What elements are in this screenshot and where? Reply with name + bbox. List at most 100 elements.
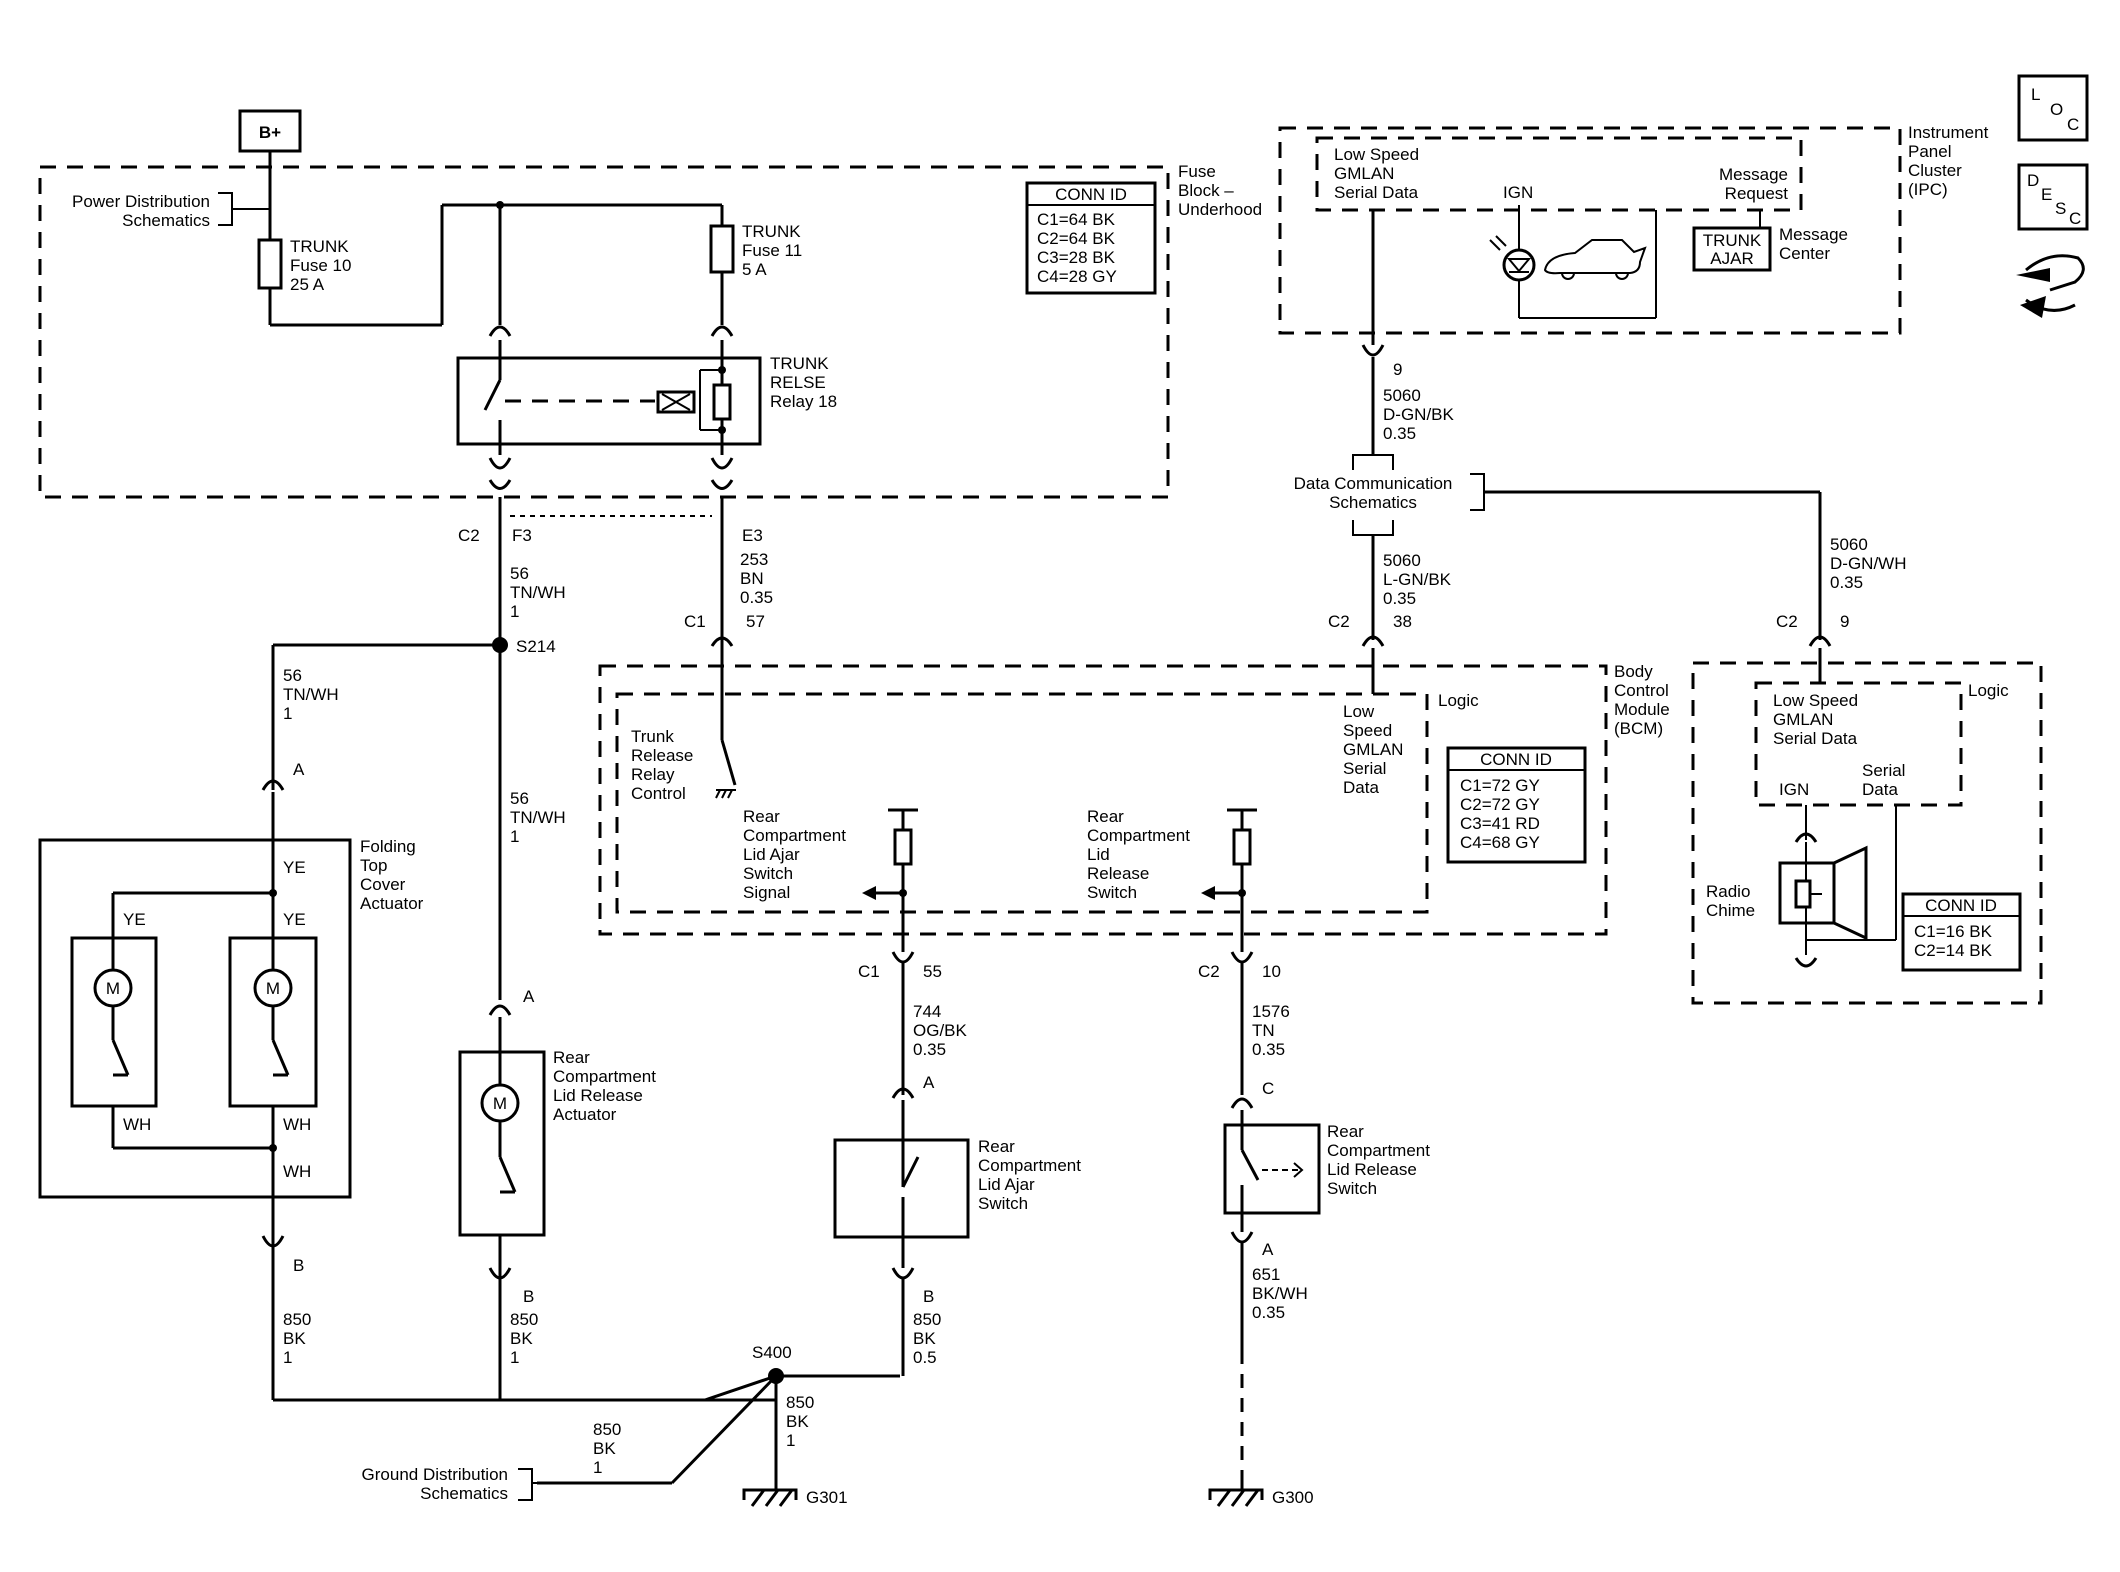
svg-text:C1: C1 [858, 962, 880, 981]
trunk-ajar-message [1692, 226, 1772, 272]
wire-850-actuator-label: 850 BK 1 [510, 1310, 538, 1367]
svg-text:TRUNK: TRUNK [1703, 231, 1762, 250]
svg-text:1: 1 [283, 704, 292, 723]
bcm-c2-10-cup [1230, 951, 1254, 964]
ground-distribution-reference[interactable]: Ground Distribution Schematics [362, 1465, 537, 1503]
svg-text:L: L [2031, 85, 2040, 104]
svg-text:Request: Request [1725, 184, 1789, 203]
svg-text:M: M [106, 979, 120, 998]
relay-control-switch [720, 739, 737, 786]
power-distribution-reference[interactable]: Power Distribution Schematics [72, 192, 270, 230]
svg-text:Rear: Rear [553, 1048, 590, 1067]
svg-text:Signal: Signal [743, 883, 790, 902]
loc-icon[interactable]: L O C [2017, 74, 2089, 142]
rear-compartment-lid-release-actuator [458, 1050, 546, 1237]
message-request-label: Message Request [1719, 165, 1788, 203]
svg-text:BK: BK [593, 1439, 616, 1458]
relay-terminal-cup [488, 325, 512, 337]
ground-g301-icon [742, 1480, 798, 1507]
bcm-boundary [598, 664, 1608, 936]
fuse-block-conn-id: CONN ID C1=64 BK C2=64 BK C3=28 BK C4=28… [1025, 181, 1157, 295]
svg-text:Underhood: Underhood [1178, 200, 1262, 219]
svg-text:Compartment: Compartment [1327, 1141, 1430, 1160]
svg-text:Chime: Chime [1706, 901, 1755, 920]
wire-850-ground-dist-label: 850 BK 1 [593, 1420, 621, 1477]
radio-conn-id: CONN ID C1=16 BK C2=14 BK [1901, 892, 2022, 972]
svg-text:1: 1 [510, 1348, 519, 1367]
folding-actuator-label: Folding Top Cover Actuator [360, 837, 424, 913]
svg-text:WH: WH [283, 1162, 311, 1181]
ground-icon [715, 789, 736, 799]
svg-text:Rear: Rear [1087, 807, 1124, 826]
svg-text:38: 38 [1393, 612, 1412, 631]
svg-text:YE: YE [283, 910, 306, 929]
svg-text:253: 253 [740, 550, 768, 569]
svg-text:56: 56 [283, 666, 302, 685]
car-icon [1543, 239, 1647, 280]
svg-text:Body: Body [1614, 662, 1653, 681]
arrow-icon [862, 886, 876, 900]
svg-text:1: 1 [510, 602, 519, 621]
e3-connector-cup [710, 457, 734, 470]
ipc-gmlan-label: Low Speed GMLAN Serial Data [1334, 145, 1419, 202]
svg-text:Cover: Cover [360, 875, 406, 894]
connector-view-icon[interactable] [2016, 254, 2085, 318]
svg-text:Schematics: Schematics [420, 1484, 508, 1503]
svg-text:Actuator: Actuator [360, 894, 424, 913]
ipc-label: Instrument Panel Cluster (IPC) [1908, 123, 1989, 199]
lid-ajar-switch-signal-label: Rear Compartment Lid Ajar Switch Signal [743, 807, 846, 902]
svg-text:9: 9 [1393, 360, 1402, 379]
svg-text:TN/WH: TN/WH [510, 808, 566, 827]
trunk-release-relay-control-label: Trunk Release Relay Control [631, 727, 693, 803]
data-communication-reference[interactable]: Data Communication Schematics [1294, 474, 1453, 512]
svg-text:C2: C2 [1328, 612, 1350, 631]
wire-1576-label: 1576 TN 0.35 [1252, 1002, 1290, 1059]
svg-text:0.35: 0.35 [1383, 424, 1416, 443]
radio-chime-terminal [1794, 832, 1818, 843]
svg-text:Switch: Switch [1327, 1179, 1377, 1198]
e3-label: E3 [742, 526, 763, 545]
svg-text:10: 10 [1262, 962, 1281, 981]
svg-text:Power Distribution: Power Distribution [72, 192, 210, 211]
svg-text:Rear: Rear [743, 807, 780, 826]
svg-text:CONN ID: CONN ID [1925, 896, 1997, 915]
svg-text:Rear: Rear [978, 1137, 1015, 1156]
svg-text:GMLAN: GMLAN [1343, 740, 1403, 759]
svg-text:Center: Center [1779, 244, 1830, 263]
svg-text:Low Speed: Low Speed [1334, 145, 1419, 164]
svg-text:Serial Data: Serial Data [1773, 729, 1858, 748]
desc-icon[interactable]: D E S C [2017, 163, 2089, 231]
svg-text:GMLAN: GMLAN [1334, 164, 1394, 183]
wire-850-g301-label: 850 BK 1 [786, 1393, 814, 1450]
svg-text:Serial: Serial [1343, 759, 1386, 778]
svg-text:AJAR: AJAR [1710, 249, 1753, 268]
s400-label: S400 [752, 1343, 792, 1362]
actuator-pin-b [488, 1267, 512, 1280]
svg-text:C1=72 GY: C1=72 GY [1460, 776, 1540, 795]
ajar-switch-pin-a [891, 1087, 915, 1099]
svg-text:Serial: Serial [1862, 761, 1905, 780]
svg-text:1: 1 [786, 1431, 795, 1450]
bcm-conn-id: CONN ID C1=72 GY C2=72 GY C3=41 RD C4=68… [1446, 746, 1587, 864]
radio-serial-data-label: Serial Data [1862, 761, 1905, 799]
svg-text:Data: Data [1862, 780, 1898, 799]
svg-text:TRUNK: TRUNK [290, 237, 349, 256]
wire-56-actuator-label: 56 TN/WH 1 [510, 789, 566, 846]
wire-744-label: 744 OG/BK 0.35 [913, 1002, 968, 1059]
svg-text:B: B [293, 1256, 304, 1275]
bcm-c1-55-cup [891, 951, 915, 964]
svg-text:Schematics: Schematics [122, 211, 210, 230]
svg-text:TN/WH: TN/WH [283, 685, 339, 704]
svg-text:850: 850 [913, 1310, 941, 1329]
bcm-gmlan-label: Low Speed GMLAN Serial Data [1343, 702, 1403, 797]
svg-text:850: 850 [593, 1420, 621, 1439]
svg-text:BK/WH: BK/WH [1252, 1284, 1308, 1303]
svg-text:Low Speed: Low Speed [1773, 691, 1858, 710]
svg-text:RELSE: RELSE [770, 373, 826, 392]
svg-text:5060: 5060 [1830, 535, 1868, 554]
trunk-ajar-indicator-icon [1502, 248, 1536, 282]
svg-text:C: C [1262, 1079, 1274, 1098]
svg-text:0.5: 0.5 [913, 1348, 937, 1367]
svg-text:0.35: 0.35 [1383, 589, 1416, 608]
lid-release-switch-label: Rear Compartment Lid Release Switch [1327, 1122, 1430, 1198]
